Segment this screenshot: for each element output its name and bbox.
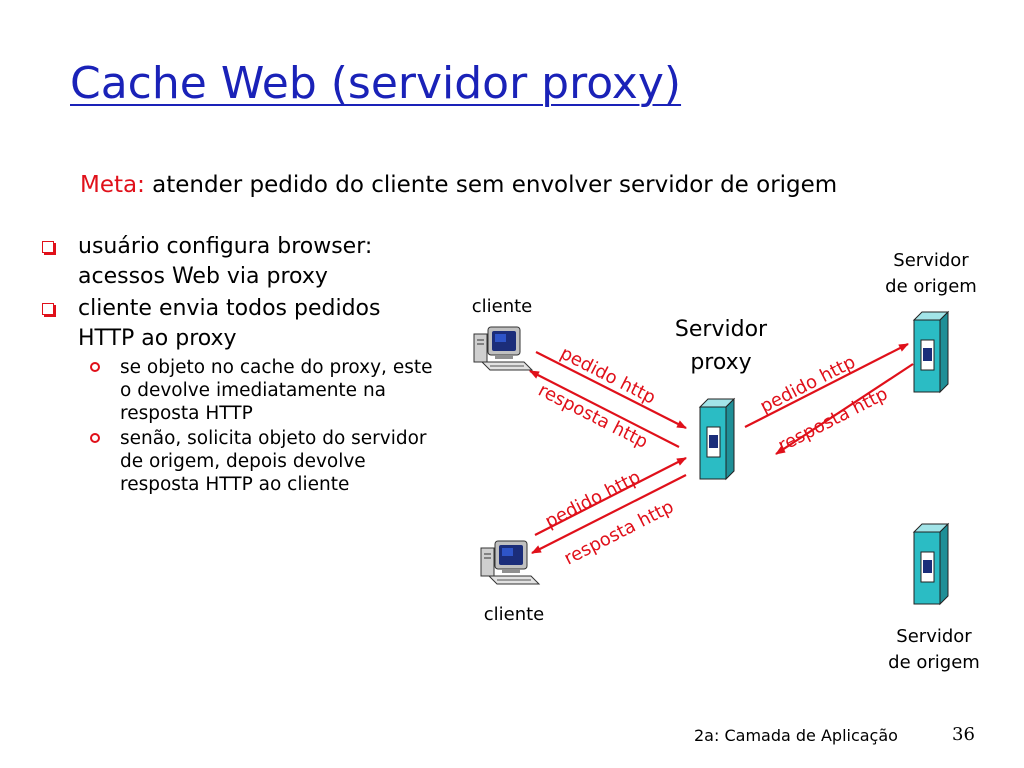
- proxy-server-icon: [699, 398, 735, 480]
- circle-bullet-icon: [90, 362, 100, 372]
- origin-server-bottom-icon: [913, 523, 949, 605]
- slide-title: Cache Web (servidor proxy): [70, 58, 682, 109]
- arrow-request-client-to-proxy-bottom: [534, 457, 687, 536]
- origin-server-top-icon: [913, 311, 949, 393]
- bullet-item: usuário configura browser: acessos Web v…: [38, 232, 438, 292]
- footer-text: 2a: Camada de Aplicação: [694, 726, 898, 745]
- sub-bullet-item: se objeto no cache do proxy, este o devo…: [38, 356, 438, 425]
- bullet-list: usuário configura browser: acessos Web v…: [38, 232, 438, 496]
- client-bottom-label: cliente: [484, 604, 545, 625]
- square-bullet-icon: [42, 241, 54, 253]
- client-bottom-computer-icon: [480, 540, 540, 585]
- origin-bottom-label-line2: de origem: [888, 652, 980, 673]
- goal-label: Meta:: [80, 172, 145, 198]
- sub-bullet-text: se objeto no cache do proxy, este o devo…: [120, 357, 433, 424]
- bullet-item: cliente envia todos pedidos HTTP ao prox…: [38, 294, 438, 354]
- proxy-label-line1: Servidor: [675, 317, 768, 342]
- client-top-computer-icon: [473, 326, 533, 371]
- sub-bullet-item: senão, solicita objeto do servidor de or…: [38, 427, 438, 496]
- sub-bullet-text: senão, solicita objeto do servidor de or…: [120, 428, 427, 495]
- arrow-response-proxy-to-client-top: [529, 370, 680, 448]
- circle-bullet-icon: [90, 433, 100, 443]
- arrow-response-origin-to-proxy: [775, 363, 914, 455]
- square-bullet-icon: [42, 303, 54, 315]
- page-number: 36: [952, 724, 975, 745]
- proxy-label-line2: proxy: [690, 350, 751, 375]
- goal-line: Meta: atender pedido do cliente sem envo…: [80, 172, 837, 198]
- origin-top-label-line1: Servidor: [893, 250, 969, 271]
- bullet-text: cliente envia todos pedidos HTTP ao prox…: [78, 296, 381, 351]
- arrow-response-proxy-to-client-bottom: [531, 474, 687, 554]
- origin-top-label-line2: de origem: [885, 276, 977, 297]
- client-top-label: cliente: [472, 296, 533, 317]
- arrow-request-proxy-to-origin: [744, 343, 909, 428]
- origin-bottom-label-line1: Servidor: [896, 626, 972, 647]
- goal-text: atender pedido do cliente sem envolver s…: [152, 172, 838, 198]
- arrow-request-client-to-proxy-top: [535, 351, 687, 429]
- bullet-text: usuário configura browser: acessos Web v…: [78, 234, 373, 289]
